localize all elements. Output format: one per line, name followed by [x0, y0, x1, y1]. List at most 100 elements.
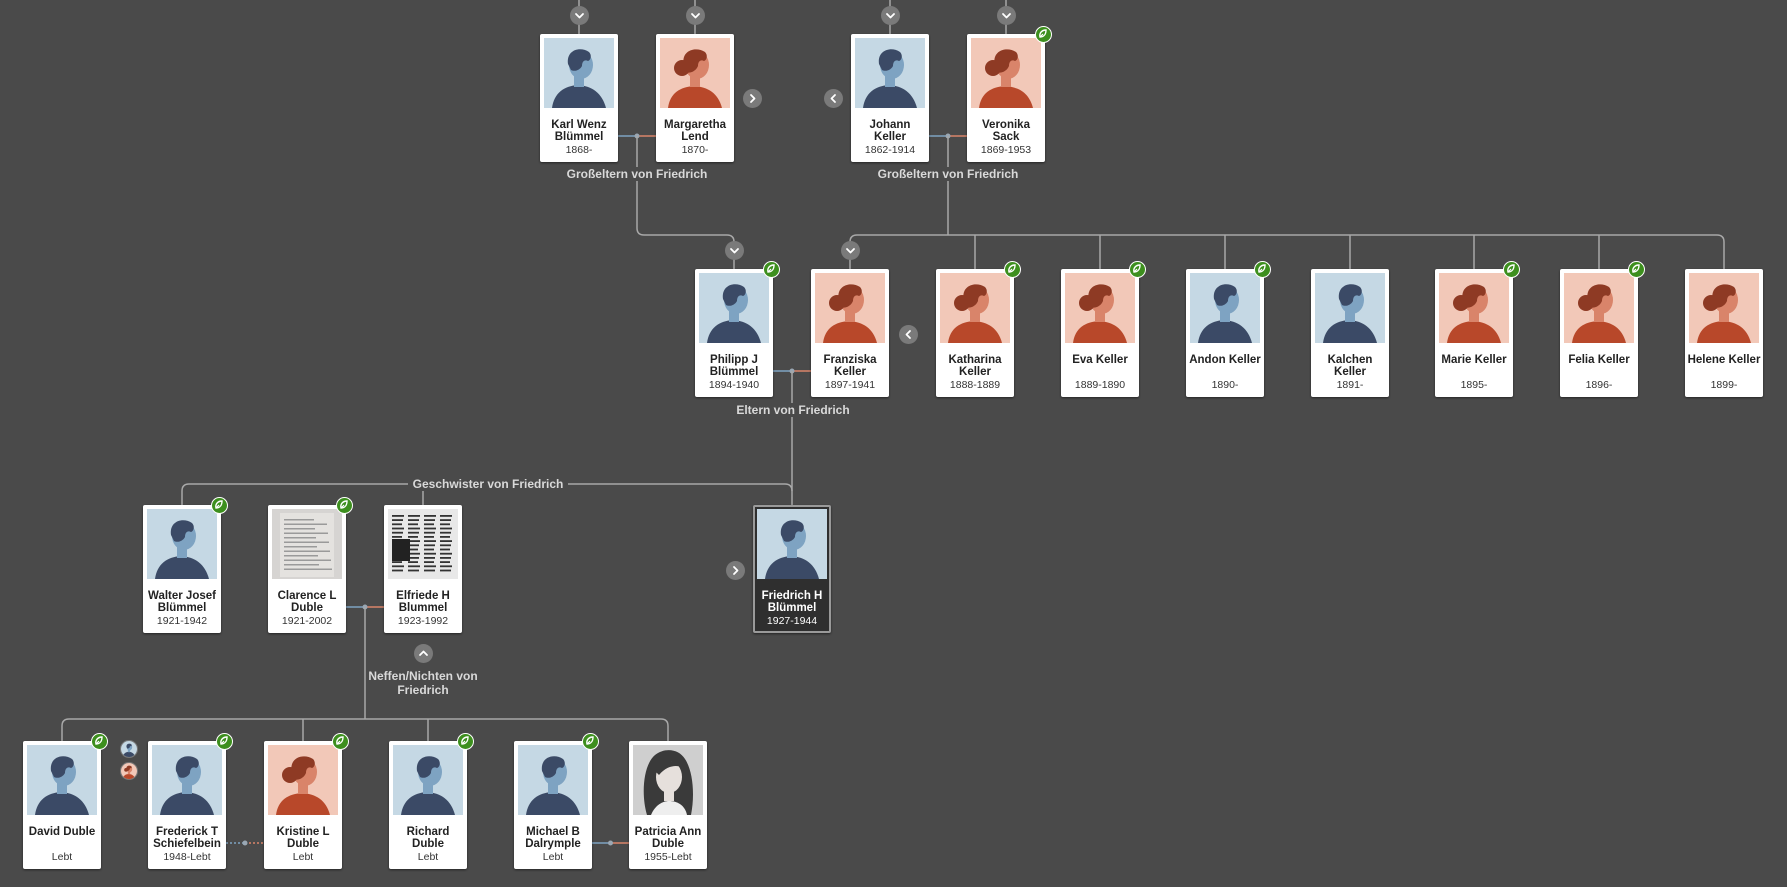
hint-leaf-icon[interactable] [582, 733, 599, 750]
person-dates: 1897-1941 [824, 379, 876, 391]
expand-ancestors-philipp-chevron-down-icon[interactable] [725, 241, 744, 260]
profile-photo [388, 509, 458, 579]
expand-ancestors-karl-chevron-down-icon[interactable] [570, 6, 589, 25]
hint-leaf-icon[interactable] [91, 733, 108, 750]
group-label-siblings: Geschwister von Friedrich [408, 477, 568, 491]
silhouette-male-icon [544, 38, 614, 108]
hint-leaf-icon[interactable] [332, 733, 349, 750]
person-name: Michael B Dalrymple [525, 826, 581, 850]
silhouette-female-icon [940, 273, 1010, 343]
hint-leaf-icon[interactable] [1628, 261, 1645, 278]
hint-leaf-icon[interactable] [1035, 26, 1052, 43]
collapse-siblings-chevron-left-icon[interactable] [899, 325, 918, 344]
couple-junction-dot [362, 604, 368, 610]
hint-leaf-icon[interactable] [1503, 261, 1520, 278]
person-name: Helene Keller [1687, 354, 1761, 366]
expand-ancestors-margaretha-chevron-down-icon[interactable] [686, 6, 705, 25]
group-label-grandparents-paternal: Großeltern von Friedrich [557, 167, 717, 181]
couple-junction-dot [634, 133, 640, 139]
group-label-nephews-nieces: Neffen/Nichten von Friedrich [368, 669, 478, 697]
person-dates: 1862-1914 [864, 144, 916, 156]
spouse-switch-male-avatar[interactable] [120, 740, 138, 758]
hint-leaf-icon[interactable] [211, 497, 228, 514]
hint-leaf-icon[interactable] [1254, 261, 1271, 278]
hint-leaf-icon[interactable] [1004, 261, 1021, 278]
person-name: Friedrich H Blümmel [761, 590, 823, 614]
show-more-chevron-left-icon[interactable] [824, 89, 843, 108]
hint-leaf-icon[interactable] [1129, 261, 1146, 278]
person-dates: 1894-1940 [708, 379, 760, 391]
person-dates: 1869-1953 [980, 144, 1032, 156]
person-name: Clarence L Duble [277, 590, 337, 614]
hint-leaf-icon[interactable] [763, 261, 780, 278]
person-dates: 1921-2002 [281, 615, 333, 627]
person-name: Margaretha Lend [664, 119, 726, 143]
silhouette-female-icon [1439, 273, 1509, 343]
person-name: Walter Josef Blümmel [148, 590, 216, 614]
person-dates: 1948-Lebt [163, 851, 211, 863]
person-name: Katharina Keller [948, 354, 1002, 378]
person-dates: 1921-1942 [156, 615, 208, 627]
connector-line [849, 234, 1725, 269]
hint-leaf-icon[interactable] [336, 497, 353, 514]
person-name: Kalchen Keller [1327, 354, 1373, 378]
silhouette-female-icon [1564, 273, 1634, 343]
silhouette-male-icon [147, 509, 217, 579]
silhouette-female-icon [1689, 273, 1759, 343]
silhouette-male-icon [757, 509, 827, 579]
expand-ancestors-veronika-chevron-down-icon[interactable] [997, 6, 1016, 25]
spouse-switch-female-avatar[interactable] [120, 762, 138, 780]
profile-photo [633, 745, 703, 815]
person-name: Marie Keller [1441, 354, 1507, 366]
hint-leaf-icon[interactable] [216, 733, 233, 750]
show-more-chevron-right-icon[interactable] [726, 561, 745, 580]
hint-leaf-icon[interactable] [457, 733, 474, 750]
person-dates: 1868- [565, 144, 593, 156]
person-dates: Lebt [292, 851, 314, 863]
silhouette-male-icon [393, 745, 463, 815]
connector-line [61, 718, 669, 741]
collapse-children-chevron-up-icon[interactable] [414, 644, 433, 663]
expand-ancestors-franziska-chevron-down-icon[interactable] [841, 241, 860, 260]
person-dates: 1888-1889 [949, 379, 1001, 391]
expand-ancestors-johann-chevron-down-icon[interactable] [881, 6, 900, 25]
person-name: Elfriede H Blummel [396, 590, 450, 614]
person-name: Patricia Ann Duble [634, 826, 702, 850]
person-dates: Lebt [417, 851, 439, 863]
silhouette-male-icon [1190, 273, 1260, 343]
person-dates: 1955-Lebt [644, 851, 692, 863]
person-name: Veronika Sack [982, 119, 1030, 143]
person-dates: Lebt [542, 851, 564, 863]
show-more-chevron-right-icon[interactable] [743, 89, 762, 108]
person-name: Felia Keller [1568, 354, 1630, 366]
couple-junction-dot [608, 840, 613, 846]
person-name: Philipp J Blümmel [709, 354, 759, 378]
person-dates: Lebt [51, 851, 73, 863]
silhouette-male-icon [518, 745, 588, 815]
group-label-grandparents-maternal: Großeltern von Friedrich [868, 167, 1028, 181]
